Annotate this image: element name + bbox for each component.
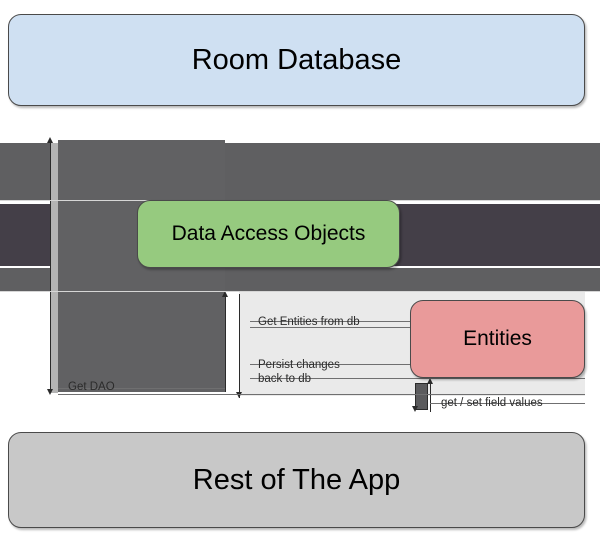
edge-label-persist-changes-back-to-db: Persist changes back to db xyxy=(258,359,340,385)
arrowhead-up-room-database xyxy=(47,137,53,143)
node-data-access-objects-label: Data Access Objects xyxy=(171,222,366,245)
arrowhead-up-entities xyxy=(427,378,433,384)
edge-label-get-entities-from-db: Get Entities from db xyxy=(258,316,360,328)
edge-label-get-dao: Get DAO xyxy=(68,381,115,393)
rule-field-values xyxy=(430,403,585,404)
entities-lifeline xyxy=(415,383,428,410)
connector-line-field-values xyxy=(430,382,431,412)
node-room-database-label: Room Database xyxy=(191,43,402,76)
node-entities-label: Entities xyxy=(463,327,532,350)
panel-spacer xyxy=(239,396,585,412)
node-entities[interactable]: Entities xyxy=(410,300,585,378)
node-rest-of-the-app[interactable]: Rest of The App xyxy=(8,432,585,528)
arrowhead-down-field-values xyxy=(412,406,418,412)
room-database-lifeline xyxy=(50,143,58,393)
node-room-database[interactable]: Room Database xyxy=(8,14,585,106)
node-rest-of-the-app-label: Rest of The App xyxy=(192,463,401,496)
connector-line-get-dao xyxy=(225,296,226,392)
arrowhead-down-persist xyxy=(236,392,242,398)
connector-line-get-entities xyxy=(239,294,240,398)
rule-persist-2 xyxy=(250,378,585,379)
rule-band-lower xyxy=(0,291,600,292)
rule-get-dao-2 xyxy=(58,394,585,395)
node-data-access-objects[interactable]: Data Access Objects xyxy=(137,200,400,268)
arrowhead-down-get-dao xyxy=(47,389,53,395)
arrowhead-up-dao xyxy=(222,291,228,297)
edge-label-get-set-field-values: get / set field values xyxy=(441,397,543,409)
rule-get-dao-1 xyxy=(58,388,225,389)
